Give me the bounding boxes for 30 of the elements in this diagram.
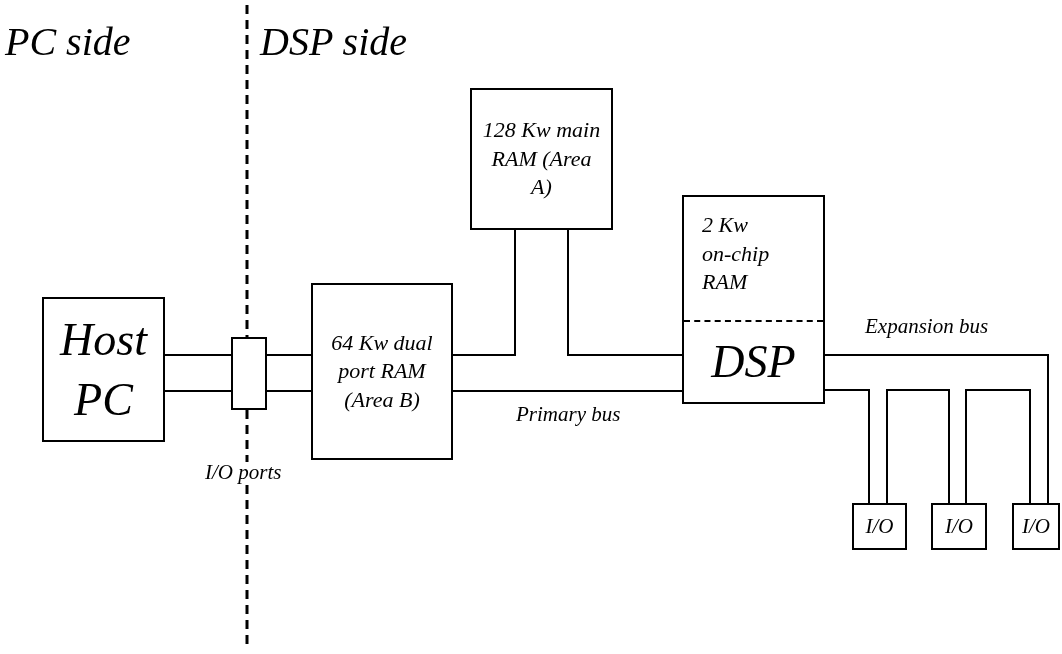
bus-line	[452, 229, 516, 356]
bus-line	[824, 389, 870, 504]
bus-line	[266, 390, 312, 392]
bus-line	[266, 354, 312, 356]
port-label: I/O ports	[205, 462, 282, 483]
bus-line	[452, 390, 683, 392]
side-heading: DSP side	[260, 22, 408, 62]
box-label: Host PC	[58, 312, 149, 427]
box-label: 2 Kw on-chip RAM	[702, 211, 771, 297]
box-label: 64 Kw dual port RAM (Area B)	[330, 328, 434, 414]
bus-line	[824, 354, 1049, 504]
io-box	[852, 503, 907, 550]
box-label: I/O	[945, 512, 973, 540]
box-label: DSP	[709, 339, 797, 385]
port-connector	[231, 337, 267, 410]
bus-line	[164, 354, 232, 356]
box-label: I/O	[865, 512, 894, 540]
io-box	[931, 503, 987, 550]
box-label: I/O	[1022, 512, 1050, 540]
bus-line	[965, 389, 1031, 504]
bus-line	[886, 389, 950, 504]
bus-line	[164, 390, 232, 392]
processor-box	[682, 195, 825, 404]
side-heading: PC side	[5, 22, 131, 62]
memory-box	[311, 283, 453, 460]
host-box	[42, 297, 165, 442]
box-label: 128 Kw main RAM (Area A)	[481, 116, 602, 202]
io-box	[1012, 503, 1060, 550]
bus-line	[567, 229, 683, 356]
memory-box	[470, 88, 613, 230]
